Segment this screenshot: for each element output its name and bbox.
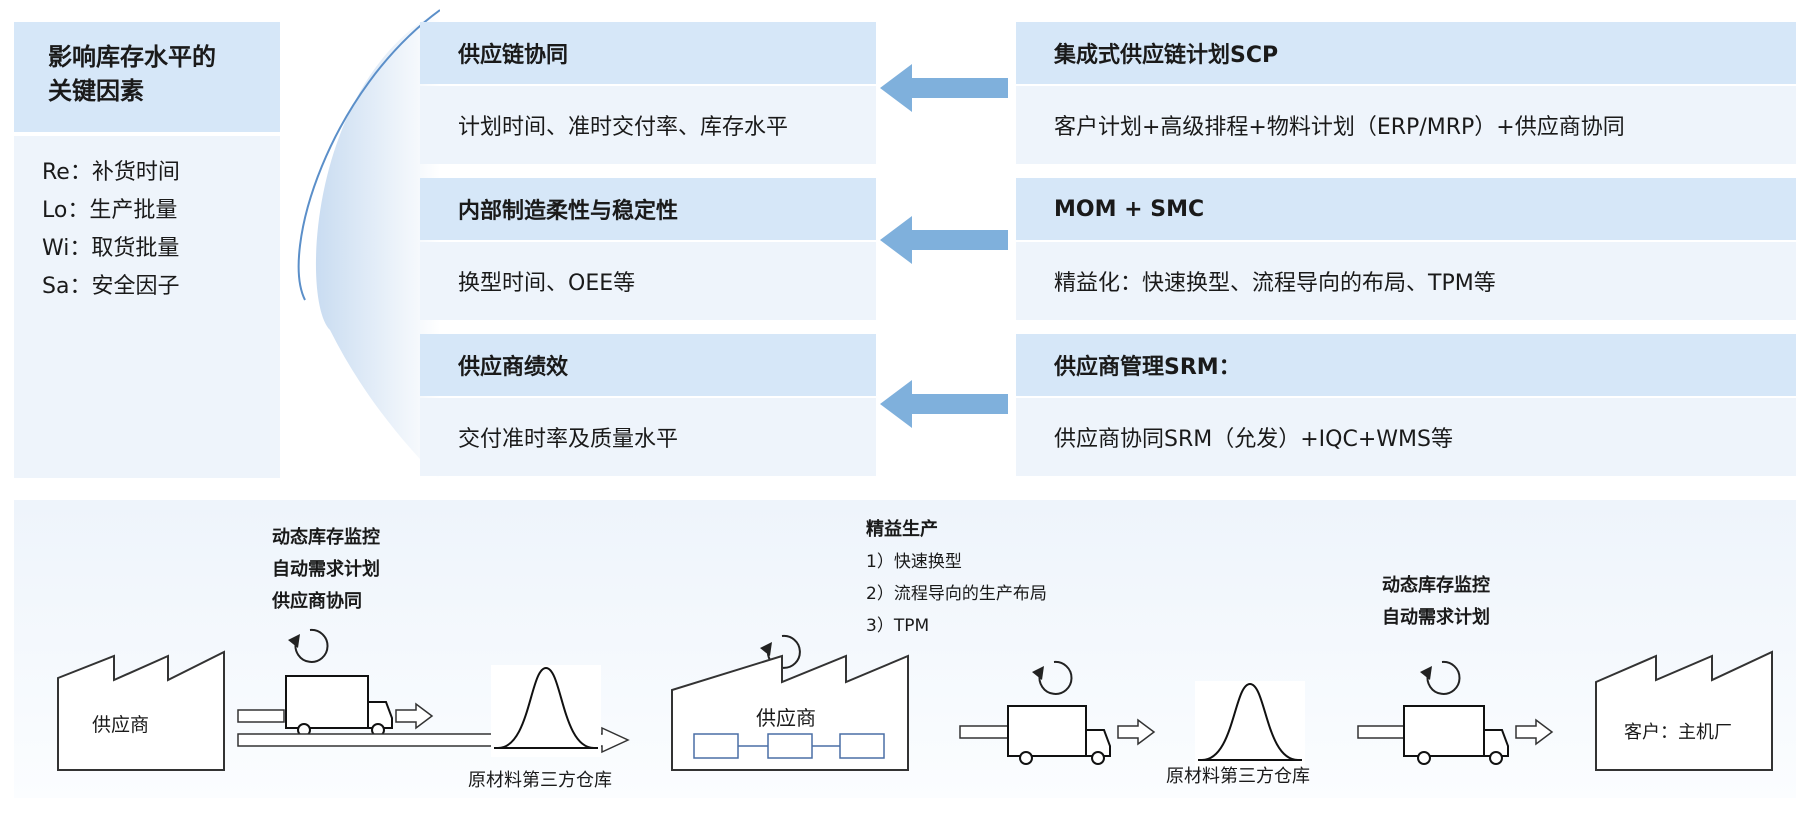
- truck-2-icon: [959, 660, 1156, 765]
- card-supplier-performance-body: 交付准时率及质量水平: [420, 398, 876, 476]
- bracket-curve: [297, 9, 440, 480]
- card-body-text: 供应商协同SRM（允发）+IQC+WMS等: [1054, 427, 1453, 452]
- card-srm-body: 供应商协同SRM（允发）+IQC+WMS等: [1016, 398, 1796, 476]
- card-scp-title: 集成式供应链计划SCP: [1016, 22, 1796, 84]
- arrow-left-3: [880, 380, 1008, 428]
- supplier-factory-icon: [57, 650, 225, 771]
- card-title: 供应链协同: [458, 43, 569, 68]
- factors-title: 影响库存水平的 关键因素: [14, 22, 280, 132]
- card-supplier-performance-title: 供应商绩效: [420, 334, 876, 396]
- card-manufacturing-flex-body: 换型时间、OEE等: [420, 242, 876, 320]
- lean-production-block: 精益生产 1）快速换型 2）流程导向的生产布局 3）TPM: [866, 514, 1047, 642]
- card-mom-body: 精益化：快速换型、流程导向的布局、TPM等: [1016, 242, 1796, 320]
- card-body-text: 换型时间、OEE等: [458, 271, 636, 296]
- card-srm-title: 供应商管理SRM：: [1016, 334, 1796, 396]
- truck-3-icon: [1357, 660, 1554, 765]
- factors-list: Re：补货时间 Lo：生产批量 Wi：取货批量 Sa：安全因子: [14, 136, 280, 478]
- card-body-text: 计划时间、准时交付率、库存水平: [458, 115, 789, 140]
- card-supply-chain-collab-title: 供应链协同: [420, 22, 876, 84]
- warehouse-2-icon: [1195, 681, 1305, 769]
- truck-1-icon: [237, 628, 434, 737]
- card-mom-title: MOM + SMC: [1016, 178, 1796, 240]
- factor-item: Lo：生产批量: [42, 198, 178, 223]
- lean-item: 1）快速换型: [866, 552, 962, 572]
- card-title: 内部制造柔性与稳定性: [458, 199, 679, 224]
- warehouse-2-label: 原材料第三方仓库: [1166, 766, 1310, 787]
- flow-label: 供应商协同: [272, 591, 362, 612]
- card-title: 供应商管理SRM：: [1054, 355, 1241, 380]
- left-flow-labels: 动态库存监控 自动需求计划 供应商协同: [272, 522, 380, 618]
- card-scp-body: 客户计划+高级排程+物料计划（ERP/MRP）+供应商协同: [1016, 86, 1796, 164]
- supplier-label: 供应商: [92, 714, 150, 736]
- lean-item: 2）流程导向的生产布局: [866, 584, 1047, 604]
- right-flow-labels: 动态库存监控 自动需求计划: [1382, 570, 1490, 634]
- card-title: MOM + SMC: [1054, 196, 1205, 222]
- customer-label: 客户：主机厂: [1624, 722, 1732, 743]
- factors-title-line2: 关键因素: [48, 77, 144, 105]
- factory-label: 供应商: [756, 706, 816, 730]
- flow-label: 自动需求计划: [272, 559, 380, 580]
- lean-item: 3）TPM: [866, 616, 930, 636]
- card-manufacturing-flex-title: 内部制造柔性与稳定性: [420, 178, 876, 240]
- flow-label: 动态库存监控: [272, 527, 380, 548]
- card-body-text: 精益化：快速换型、流程导向的布局、TPM等: [1054, 271, 1496, 296]
- arrow-left-1: [880, 64, 1008, 112]
- card-supply-chain-collab-body: 计划时间、准时交付率、库存水平: [420, 86, 876, 164]
- customer-factory-icon: [1595, 650, 1773, 771]
- flow-label: 动态库存监控: [1382, 575, 1490, 596]
- central-factory-icon: [671, 634, 909, 771]
- warehouse-1-icon: [491, 665, 601, 757]
- factor-item: Re：补货时间: [42, 160, 180, 185]
- flow-label: 自动需求计划: [1382, 607, 1490, 628]
- card-body-text: 交付准时率及质量水平: [458, 427, 679, 452]
- factor-item: Sa：安全因子: [42, 274, 180, 299]
- lean-title: 精益生产: [866, 519, 938, 540]
- card-title: 供应商绩效: [458, 355, 569, 380]
- card-title: 集成式供应链计划SCP: [1054, 43, 1279, 68]
- arrow-left-2: [880, 216, 1008, 264]
- card-body-text: 客户计划+高级排程+物料计划（ERP/MRP）+供应商协同: [1054, 115, 1625, 140]
- factors-title-line1: 影响库存水平的: [48, 43, 216, 71]
- warehouse-1-label: 原材料第三方仓库: [468, 770, 612, 791]
- factor-item: Wi：取货批量: [42, 236, 180, 261]
